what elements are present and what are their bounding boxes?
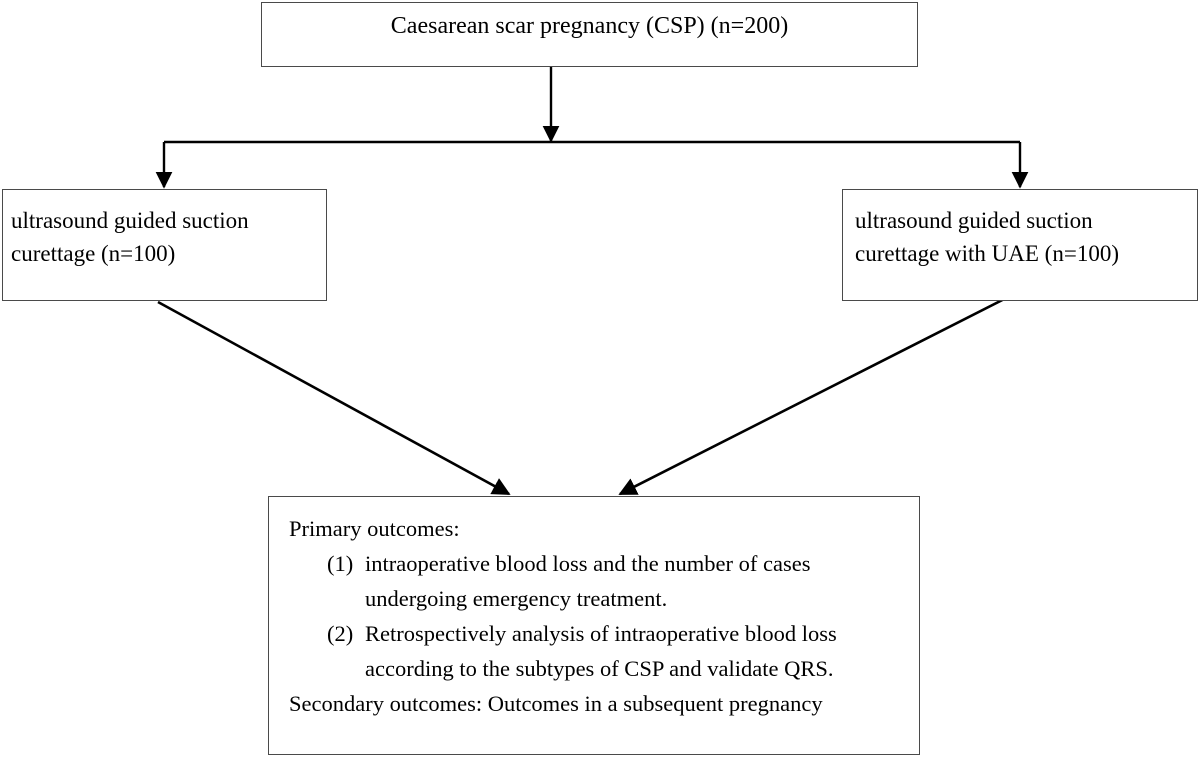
node-suction-curettage-with-uae: ultrasound guided suction curettage with … [842, 189, 1198, 301]
node-right-label: ultrasound guided suction curettage with … [855, 204, 1119, 270]
outcome-item-line2: according to the subtypes of CSP and val… [365, 656, 834, 681]
node-left-line1: ultrasound guided suction [11, 208, 249, 233]
outcome-item: (2) Retrospectively analysis of intraope… [289, 616, 913, 686]
connector-left-arm-to-outcomes [157, 300, 511, 496]
outcome-item-line1: Retrospectively analysis of intraoperati… [365, 621, 837, 646]
node-left-label: ultrasound guided suction curettage (n=10… [11, 204, 249, 270]
outcome-item-line2: undergoing emergency treatment. [365, 586, 668, 611]
outcome-item-marker: (1) [327, 551, 354, 576]
outcome-item-text: intraoperative blood loss and the number… [365, 546, 913, 616]
node-left-line2: curettage (n=100) [11, 241, 176, 266]
node-suction-curettage: ultrasound guided suction curettage (n=10… [2, 189, 327, 301]
node-right-line1: ultrasound guided suction [855, 208, 1093, 233]
node-top-label: Caesarean scar pregnancy (CSP) (n=200) [390, 13, 789, 39]
node-caesarean-scar-pregnancy: Caesarean scar pregnancy (CSP) (n=200) [261, 2, 918, 67]
primary-outcomes-heading: Primary outcomes: [289, 516, 460, 541]
secondary-outcomes-line: Secondary outcomes: Outcomes in a subseq… [289, 691, 823, 716]
outcome-item-line1: intraoperative blood loss and the number… [365, 551, 811, 576]
connector-right-arm-to-outcomes [618, 286, 1027, 496]
outcomes-body: Primary outcomes: (1) intraoperative blo… [289, 511, 913, 721]
outcome-item-marker: (2) [327, 621, 354, 646]
node-outcomes: Primary outcomes: (1) intraoperative blo… [268, 496, 920, 755]
outcome-item-text: Retrospectively analysis of intraoperati… [365, 616, 913, 686]
outcome-item: (1) intraoperative blood loss and the nu… [289, 546, 913, 616]
node-right-line2: curettage with UAE (n=100) [855, 241, 1119, 266]
